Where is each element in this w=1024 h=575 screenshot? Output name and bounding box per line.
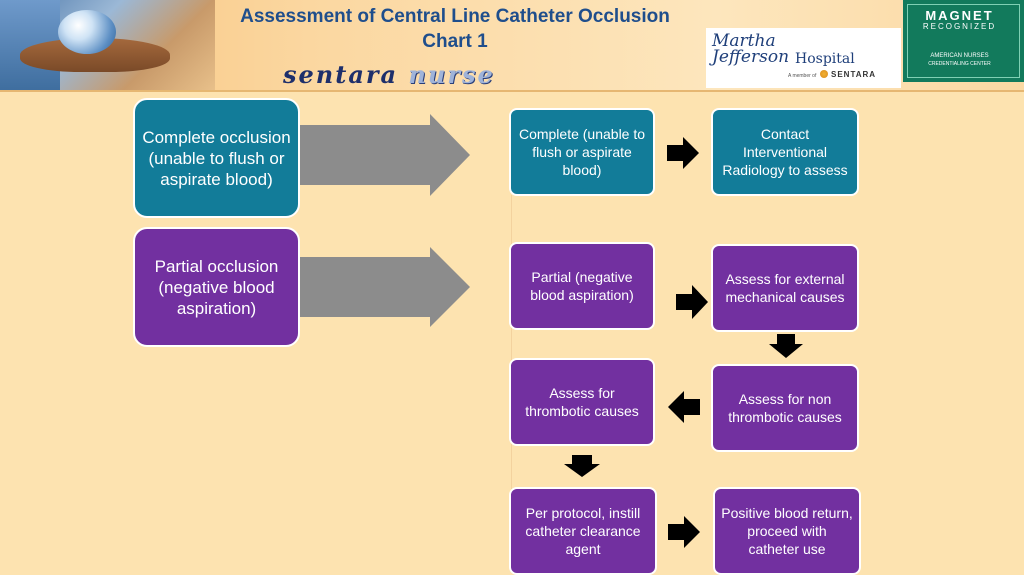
- mj-line-2: Jefferson: [712, 47, 790, 67]
- partial-occlusion-box: Partial occlusion (negative blood aspira…: [133, 227, 300, 347]
- complete-flow-box: Complete (unable to flush or aspirate bl…: [509, 108, 655, 196]
- instill-agent-box: Per protocol, instill catheter clearance…: [509, 487, 657, 575]
- partial-flow-box: Partial (negative blood aspiration): [509, 242, 655, 330]
- arrow-down-icon: [769, 334, 803, 358]
- title-line-1: Assessment of Central Line Catheter Occl…: [240, 6, 670, 27]
- magnet-line-2: RECOGNIZED: [922, 22, 997, 31]
- partial-occlusion-text: Partial occlusion (negative blood aspira…: [154, 256, 279, 318]
- mj-line-3: Hospital: [795, 51, 855, 67]
- non-thrombotic-box: Assess for non thrombotic causes: [711, 364, 859, 452]
- mj-network: SENTARA: [831, 70, 877, 79]
- sentara-nurse-logo: sentara nurse: [283, 62, 613, 88]
- title-line-2: Chart 1: [422, 31, 488, 52]
- external-causes-box: Assess for external mechanical causes: [711, 244, 859, 332]
- martha-jefferson-logo: Martha Jefferson Hospital A member of SE…: [706, 28, 901, 88]
- hero-photo: [0, 0, 215, 90]
- positive-return-text: Positive blood return, proceed with cath…: [721, 505, 853, 557]
- globe-icon: [58, 10, 116, 54]
- complete-occlusion-text: Complete occlusion (unable to flush or a…: [142, 127, 291, 189]
- positive-return-box: Positive blood return, proceed with cath…: [713, 487, 861, 575]
- brand-sentara: sentara: [283, 60, 399, 89]
- arrow-down-icon: [564, 455, 600, 477]
- contact-ir-text: Contact Interventional Radiology to asse…: [722, 126, 848, 178]
- arrow-right-icon: [668, 516, 700, 548]
- gray-arrow-icon: [300, 114, 470, 196]
- arrow-right-icon: [676, 285, 708, 319]
- magnet-line-4: CREDENTIALING CENTER: [928, 61, 991, 67]
- complete-occlusion-box: Complete occlusion (unable to flush or a…: [133, 98, 300, 218]
- partial-flow-text: Partial (negative blood aspiration): [530, 269, 634, 303]
- magnet-line-3: AMERICAN NURSES: [930, 53, 989, 59]
- contact-ir-box: Contact Interventional Radiology to asse…: [711, 108, 859, 196]
- complete-flow-text: Complete (unable to flush or aspirate bl…: [518, 126, 646, 178]
- thrombotic-box: Assess for thrombotic causes: [509, 358, 655, 446]
- thrombotic-text: Assess for thrombotic causes: [525, 385, 639, 419]
- brand-nurse: nurse: [408, 60, 495, 89]
- non-thrombotic-text: Assess for non thrombotic causes: [728, 391, 842, 425]
- arrow-right-icon: [667, 137, 699, 169]
- mj-member-text: A member of: [788, 73, 817, 79]
- divider-line: [511, 195, 512, 495]
- gray-arrow-icon: [300, 247, 470, 327]
- magnet-line-1: MAGNET: [925, 8, 994, 23]
- arrow-left-icon: [668, 391, 700, 423]
- page-title: Assessment of Central Line Catheter Occl…: [210, 4, 700, 54]
- external-causes-text: Assess for external mechanical causes: [725, 271, 845, 305]
- magnet-badge: MAGNET RECOGNIZED AMERICAN NURSES CREDEN…: [903, 0, 1024, 82]
- mj-line-1: Martha: [712, 31, 776, 51]
- sentara-mark-icon: [820, 70, 828, 78]
- instill-agent-text: Per protocol, instill catheter clearance…: [525, 505, 641, 557]
- magnet-badge-border: [907, 4, 1020, 78]
